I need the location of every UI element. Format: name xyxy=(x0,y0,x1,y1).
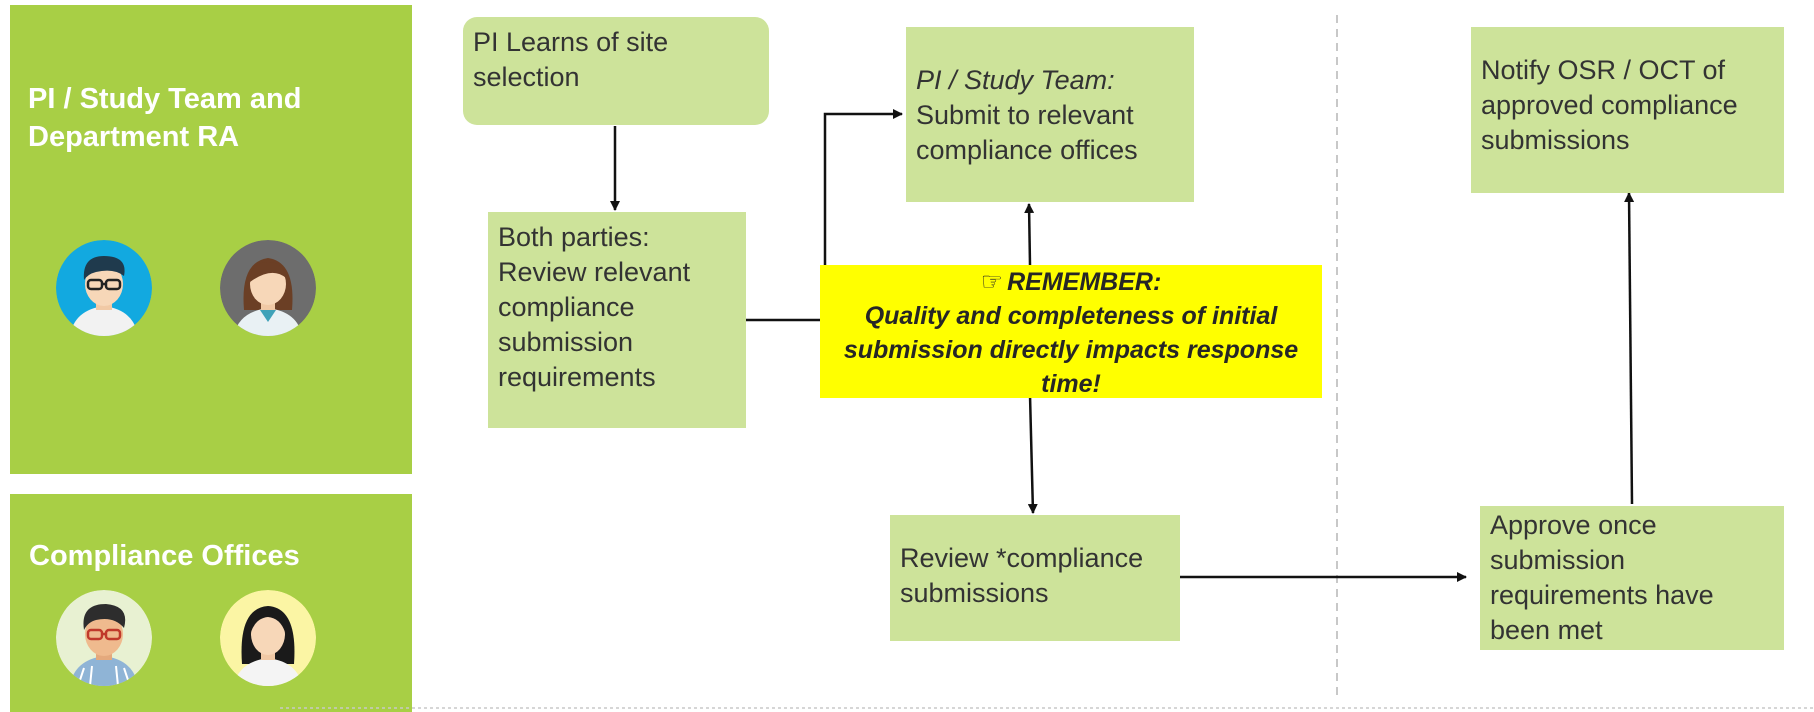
remember-callout-heading-row: ☞REMEMBER: xyxy=(826,265,1316,299)
step-submit-lead: PI / Study Team: xyxy=(916,65,1115,95)
arrow-approve-to-notify xyxy=(1624,192,1635,505)
arrow-branch-to-submit xyxy=(823,109,903,320)
step-notify-osr-oct-text: Notify OSR / OCT of approved compliance … xyxy=(1481,55,1738,155)
step-submit-text: Submit to relevant compliance offices xyxy=(916,100,1138,165)
remember-callout: ☞REMEMBER: Quality and completeness of i… xyxy=(820,265,1322,398)
woman-avatar-icon xyxy=(220,240,316,336)
arrow-to-submit-up xyxy=(1024,203,1035,266)
step-submit: PI / Study Team: Submit to relevant comp… xyxy=(906,27,1194,202)
man-glasses-avatar-icon xyxy=(56,240,152,336)
step-approve: Approve once submission requirements hav… xyxy=(1480,506,1784,650)
lane-title-pi-study-team: PI / Study Team and Department RA xyxy=(28,83,302,153)
man-glasses-avatar-icon xyxy=(56,590,152,686)
step-review-submissions: Review *compliance submissions xyxy=(890,515,1180,641)
step-pi-learns: PI Learns of site selection xyxy=(463,17,769,125)
step-review-requirements: Both parties: Review relevant compliance… xyxy=(488,212,746,428)
woman-dark-hair-avatar-icon xyxy=(220,590,316,686)
remember-callout-body: Quality and completeness of initial subm… xyxy=(843,302,1299,398)
lane-title-compliance-offices: Compliance Offices xyxy=(29,540,300,572)
step-approve-text: Approve once submission requirements hav… xyxy=(1490,510,1714,645)
step-review-submissions-text: Review *compliance submissions xyxy=(900,543,1144,608)
lane-pi-study-team xyxy=(10,5,412,474)
step-pi-learns-text: PI Learns of site selection xyxy=(473,27,669,92)
arrow-to-review-submissions xyxy=(1027,394,1038,514)
step-notify-osr-oct: Notify OSR / OCT of approved compliance … xyxy=(1471,27,1784,193)
remember-callout-heading: REMEMBER: xyxy=(1007,268,1162,296)
step-review-requirements-lead: Both parties: xyxy=(498,222,650,252)
pointing-hand-icon: ☞ xyxy=(980,268,1004,296)
step-review-requirements-text: Review relevant compliance submission re… xyxy=(498,257,691,392)
